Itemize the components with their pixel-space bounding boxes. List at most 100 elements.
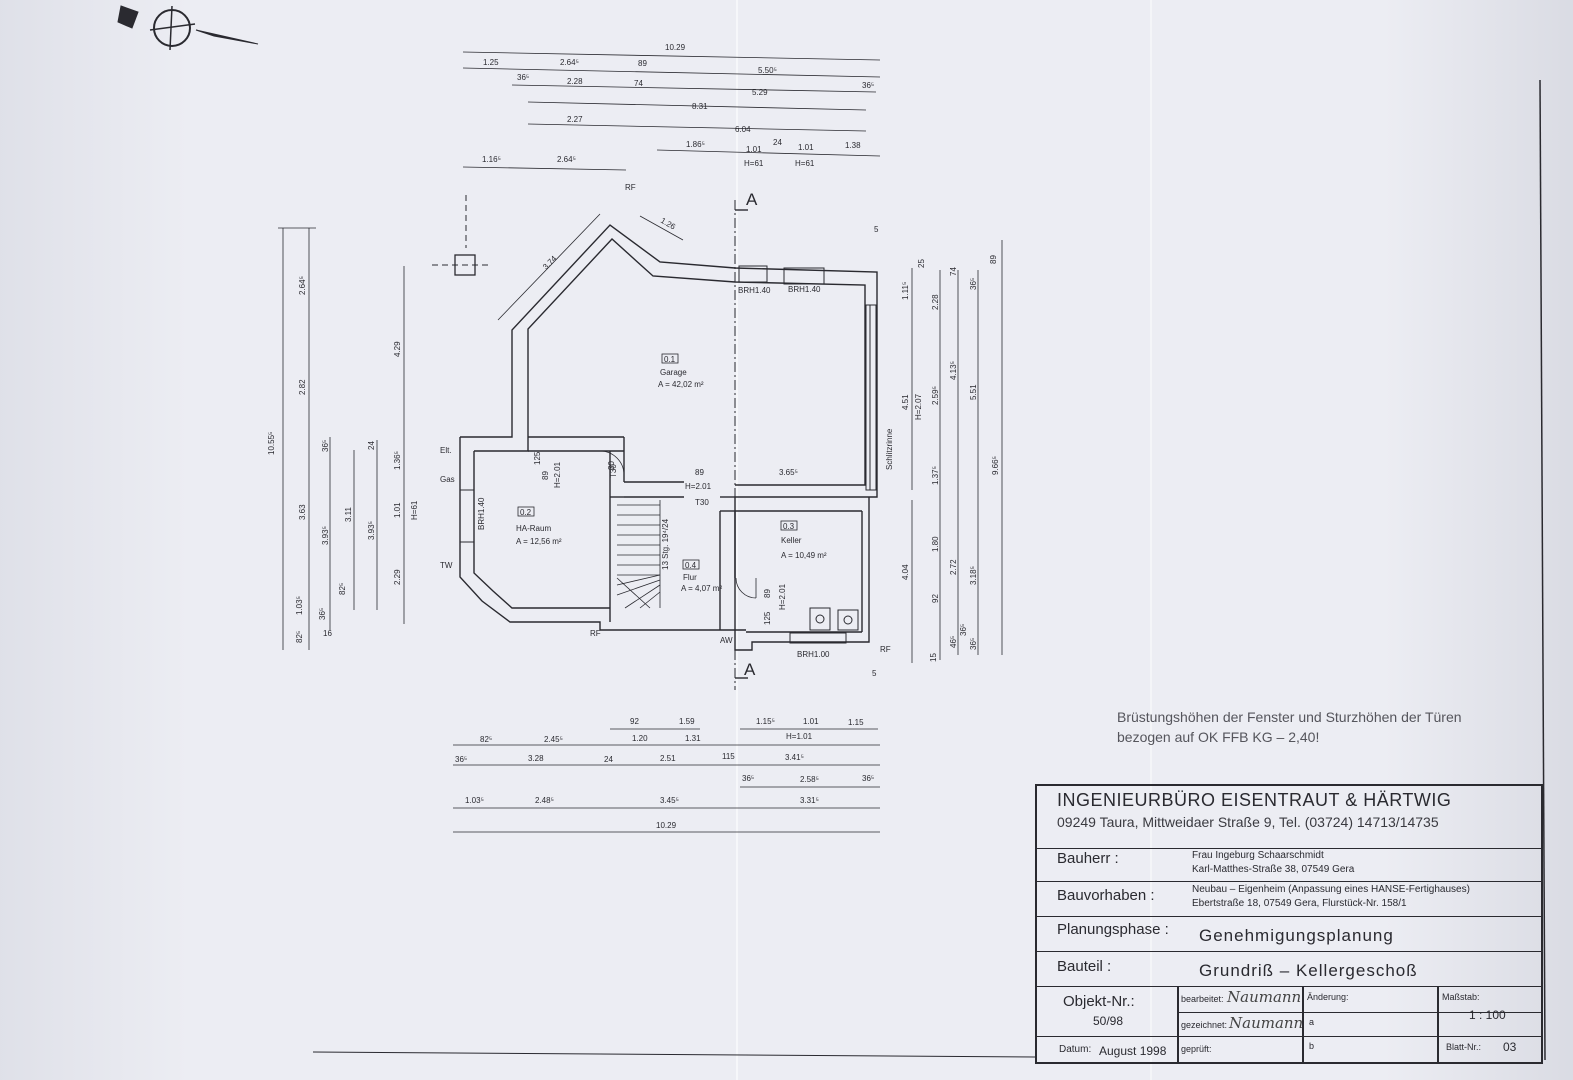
label-rf: RF: [625, 183, 636, 192]
dim-text: 24: [604, 755, 613, 764]
room-number-ha-raum: 0.2: [520, 508, 532, 517]
room-area-keller: A = 10,49 m²: [781, 551, 827, 560]
dim-text: 4.04: [901, 564, 910, 580]
phase-value: Genehmigungsplanung: [1199, 926, 1394, 945]
dim-text: 5: [872, 669, 877, 678]
dim-text: 24: [773, 138, 782, 147]
row-divider: [1037, 986, 1541, 987]
dim-text: 36⁵: [517, 73, 529, 82]
bauteil-label: Bauteil :: [1057, 958, 1112, 975]
dim-text: 2.64⁵: [560, 58, 579, 67]
dimension-lines: [278, 51, 1003, 833]
bauteil-value: Grundriß – Kellergeschoß: [1199, 961, 1418, 980]
north-arrow-icon: [117, 5, 259, 51]
dim-text: 5.29: [752, 88, 768, 97]
objekt-label: Objekt-Nr.:: [1063, 993, 1135, 1010]
dim-text: 2.72: [949, 559, 958, 575]
dim-text: 1.26: [659, 216, 677, 232]
dimensions-inner: 89 3.65⁵ 125 89 30 89 125: [533, 451, 798, 625]
dim-text: 89: [763, 589, 772, 598]
dim-text: 1.37⁵: [931, 466, 940, 485]
label-brh-100: BRH1.00: [797, 650, 830, 659]
dimensions-top: 10.29 1.25 2.64⁵ 89 5.50⁵ 36⁵ 2.28 74 5.…: [482, 43, 874, 271]
gezeichnet-signature: Naumann: [1229, 1014, 1304, 1032]
dim-text: 3.31⁵: [800, 796, 819, 805]
dim-text: 2.27: [567, 115, 583, 124]
label-h101: H=1.01: [786, 732, 813, 741]
dim-text: 8.31: [692, 102, 708, 111]
room-name-garage: Garage: [660, 368, 687, 377]
exterior-walls: [459, 224, 878, 651]
dim-text: 4.29: [393, 341, 402, 357]
dim-text: 82⁵: [338, 583, 347, 595]
row-divider: [1037, 951, 1541, 952]
dim-text: 3.93⁵: [321, 526, 330, 545]
label-h61: H=61: [410, 500, 419, 520]
dim-text: 1.01: [393, 502, 402, 518]
aenderung-a: a: [1309, 1017, 1315, 1027]
massstab-label: Maßstab:: [1442, 992, 1480, 1002]
dim-text: 36⁵: [318, 608, 327, 620]
dim-text: 36⁵: [455, 755, 467, 764]
dim-text: 1.38: [845, 141, 861, 150]
blatt-value: 03: [1503, 1040, 1517, 1054]
room-number-flur: 0.4: [685, 561, 697, 570]
dim-text: 30: [607, 461, 616, 470]
dim-text: 1.01: [746, 145, 762, 154]
dim-text: 1.01: [803, 717, 819, 726]
doors: [599, 450, 757, 599]
cell-divider: [1037, 1036, 1177, 1037]
label-rf: RF: [590, 629, 601, 638]
dim-text: 5.51: [969, 384, 978, 400]
dim-text: 74: [634, 79, 643, 88]
dim-text: 1.03⁵: [295, 596, 304, 615]
objekt-value: 50/98: [1093, 1014, 1124, 1028]
dim-text: 1.25: [483, 58, 499, 67]
dim-text: 16: [323, 629, 332, 638]
dim-text: 1.03⁵: [465, 796, 484, 805]
dim-text: 36⁵: [742, 774, 754, 783]
dim-text: 3.18⁵: [969, 566, 978, 585]
dim-text: 36⁵: [862, 774, 874, 783]
dim-text: 82⁵: [295, 631, 304, 643]
label-t30: T30: [695, 498, 709, 507]
cell-divider: [1177, 1036, 1543, 1037]
dim-text: 92: [931, 594, 940, 603]
dim-text: 36⁵: [321, 440, 330, 452]
dim-text: 3.45⁵: [660, 796, 679, 805]
dim-text: 82⁵: [480, 735, 492, 744]
bauvorhaben-label: Bauvorhaben :: [1057, 887, 1155, 904]
section-line: [432, 195, 748, 690]
dim-text: 2.59⁵: [931, 386, 940, 405]
blatt-label: Blatt-Nr.:: [1446, 1042, 1482, 1052]
note-text: Brüstungshöhen der Fenster und Sturzhöhe…: [1117, 707, 1462, 747]
dim-text: 1.20: [632, 734, 648, 743]
bearbeitet-label: bearbeitet:: [1181, 994, 1224, 1004]
row-divider: [1037, 848, 1541, 849]
label-h201: H=2.01: [553, 461, 562, 488]
dim-text: 36⁵: [969, 638, 978, 650]
dim-text: 10.29: [665, 43, 686, 52]
label-brh-140: BRH1.40: [738, 286, 771, 295]
dim-text: 6.04: [735, 125, 751, 134]
label-stairs: 13 Stg. 19⁴/24: [661, 518, 670, 570]
room-area-ha-raum: A = 12,56 m²: [516, 537, 562, 546]
dim-text: 1.86⁵: [686, 140, 705, 149]
col-divider: [1177, 986, 1179, 1064]
dim-text: 3.63: [298, 504, 307, 520]
dim-text: 3.65⁵: [779, 468, 798, 477]
dim-text: 1.36⁵: [393, 451, 402, 470]
dim-text: 4.13⁵: [949, 361, 958, 380]
dim-text: 2.48⁵: [535, 796, 554, 805]
bauvorhaben-line: Neubau – Eigenheim (Anpassung eines HANS…: [1192, 884, 1470, 895]
dim-text: 89: [638, 59, 647, 68]
label-tw: TW: [440, 561, 453, 570]
dim-text: 3.11: [344, 506, 353, 522]
dim-text: 1.01: [798, 143, 814, 152]
aenderung-label: Änderung:: [1307, 992, 1349, 1002]
label-h207: H=2.07: [914, 393, 923, 420]
dim-text: H=61: [795, 159, 815, 168]
room-name-flur: Flur: [683, 573, 697, 582]
dim-text: 36⁵: [969, 278, 978, 290]
bauherr-line: Karl-Matthes-Straße 38, 07549 Gera: [1192, 864, 1355, 875]
